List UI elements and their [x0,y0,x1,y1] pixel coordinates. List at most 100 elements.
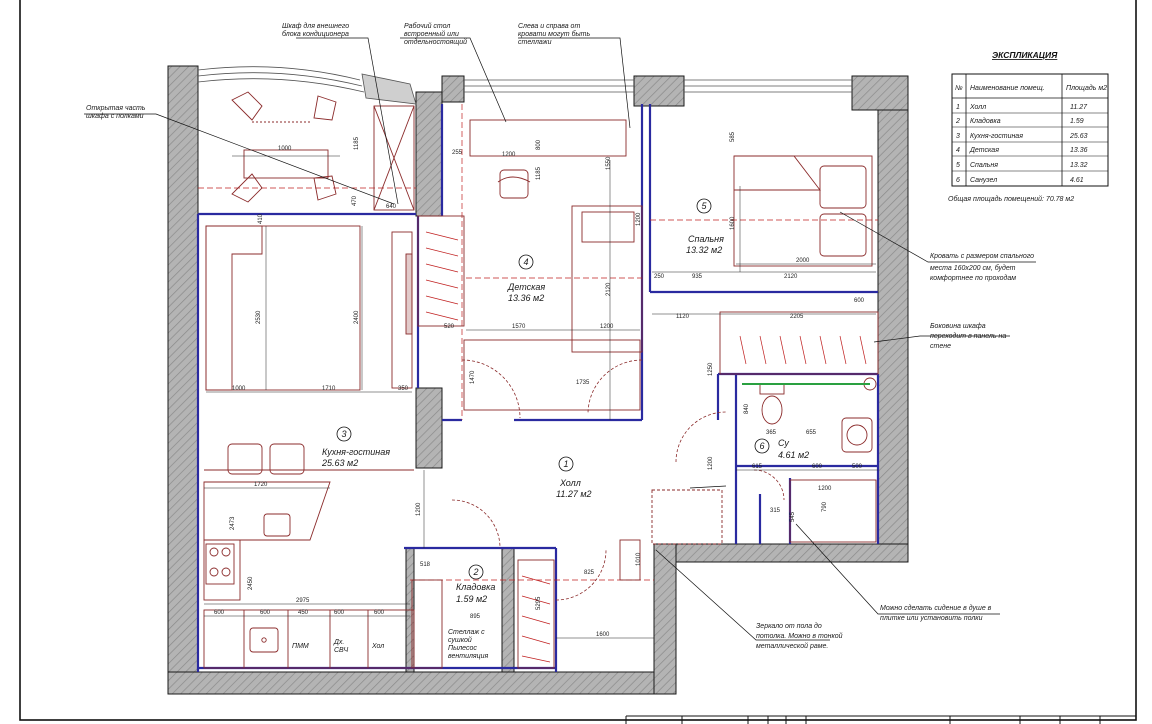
svg-text:Зеркало от пола до: Зеркало от пола до [756,622,822,630]
ac-cabinet [373,105,415,211]
svg-text:Можно сделать сидение в душе в: Можно сделать сидение в душе в [880,604,992,612]
dim-label: 600 [334,610,345,616]
note-wardrobe-side: Боковина шкафа переходит в панель на сте… [930,323,1006,350]
svg-text:ПММ: ПММ [292,643,309,650]
nursery-pillow [581,211,635,243]
note-open-shelves: Открытая часть шкафа с полками [86,105,146,120]
svg-text:сушкой: сушкой [448,636,472,644]
dim-label: 1710 [322,386,336,392]
note-shower-seat: Можно сделать сидение в душе в плитке ил… [880,604,992,622]
svg-text:1: 1 [956,104,960,111]
dim-label: 365 [766,430,777,436]
dim-label: 1550 [606,156,612,170]
furniture [203,91,879,669]
svg-text:СВЧ: СВЧ [334,647,348,654]
dim-label: 255 [452,150,463,156]
dim-label: 518 [420,562,431,568]
dim-label: 1600 [730,216,736,230]
svg-text:Наименование помещ.: Наименование помещ. [970,85,1045,92]
dim-label: 800 [536,139,542,150]
svg-text:№: № [955,85,963,92]
dim-label: 2450 [248,576,254,590]
pantry-rack [517,559,555,669]
hall-bench [619,539,641,581]
svg-text:13.32 м2: 13.32 м2 [686,245,722,255]
total-area: Общая площадь помещений: 70.78 м2 [948,195,1074,203]
dining-chair [313,175,337,201]
annotations: Шкаф для внешнего блока кондиционера Раб… [86,22,1034,660]
kitchen-chair [263,513,291,537]
appliance-labels: ПММ Дх. СВЧ Хол [292,639,384,654]
dim-label: 825 [584,570,595,576]
pantry-rack [411,579,443,669]
svg-text:кровати могут быть: кровати могут быть [518,30,590,38]
svg-text:6: 6 [759,441,764,451]
svg-text:11.27: 11.27 [1070,104,1088,111]
title-block [625,715,1136,724]
svg-text:Шкаф для внешнего: Шкаф для внешнего [282,22,349,30]
svg-text:Кладовка: Кладовка [970,117,1001,125]
dim-label: 1720 [254,482,268,488]
bedroom-wardrobe [719,311,879,375]
door-swings [451,359,785,601]
dim-label: 600 [214,610,225,616]
room-label-pantry: 2 Кладовка 1.59 м2 [456,564,495,604]
note-pantry-racks: Стеллаж с сушкой Пылесос вентиляция [448,629,489,660]
dim-label: 1200 [818,486,832,492]
svg-text:переходит в панель на: переходит в панель на [930,332,1006,340]
dim-label: 1200 [708,456,714,470]
dim-label: 895 [470,614,481,620]
kitchen-sink [249,627,279,653]
svg-text:Холл: Холл [559,478,581,488]
room-label-bedroom: 5 Спальня 13.32 м2 [686,198,724,255]
dining-table [243,149,329,179]
svg-text:4.61 м2: 4.61 м2 [778,450,809,460]
dim-label: 935 [692,274,703,280]
svg-text:встроенный или: встроенный или [404,30,459,38]
dim-label: 1570 [512,324,526,330]
svg-text:Спальня: Спальня [688,234,724,244]
dim-label: 1470 [470,370,476,384]
dim-label: 585 [730,131,736,142]
room-label-kitchen-living: 3 Кухня-гостиная 25.63 м2 [321,426,390,468]
hall-mirror [651,489,723,545]
svg-text:Кухня-гостиная: Кухня-гостиная [970,133,1023,140]
dim-label: 600 [260,610,271,616]
svg-text:плитке или установить полки: плитке или установить полки [880,615,983,622]
svg-text:Пылесос: Пылесос [448,645,477,652]
shower-tray [789,479,877,543]
svg-text:6: 6 [956,177,960,184]
svg-text:потолка. Можно в тонкой: потолка. Можно в тонкой [756,632,843,640]
dim-label: 1000 [278,146,292,152]
svg-text:Площадь м2: Площадь м2 [1066,84,1107,92]
bed-pillow [819,165,867,209]
dim-label: 1120 [676,314,690,320]
washbasin [841,417,873,453]
dim-label: 2400 [354,310,360,324]
svg-text:Открытая часть: Открытая часть [86,105,146,112]
dim-label: 250 [654,274,665,280]
dim-label: 450 [298,610,309,616]
dim-label: 1200 [636,212,642,226]
windows [197,66,852,105]
dim-label: 1200 [416,502,422,516]
dining-chair [231,91,263,121]
svg-text:Су: Су [778,438,789,448]
zone-axes [198,104,878,581]
svg-text:блока кондиционера: блока кондиционера [282,30,349,38]
explication-table: ЭКСПЛИКАЦИЯ № Наименование помещ. Площад… [948,50,1109,203]
svg-text:Холл: Холл [969,104,986,111]
svg-text:Детская: Детская [507,282,545,292]
svg-text:Санузел: Санузел [970,177,997,184]
dim-label: 470 [352,195,358,206]
exterior-walls [167,65,909,695]
kitchen-chair [269,443,305,475]
room-labels: 1 Холл 11.27 м2 2 Кладовка 1.59 м2 3 Кух… [321,198,809,604]
dimension-lines [204,155,878,639]
dim-label: 600 [854,298,865,304]
svg-text:Кухня-гостиная: Кухня-гостиная [322,447,390,457]
dim-label: 315 [770,508,781,514]
dim-label: 1185 [536,166,542,180]
dim-label: 790 [822,501,828,512]
